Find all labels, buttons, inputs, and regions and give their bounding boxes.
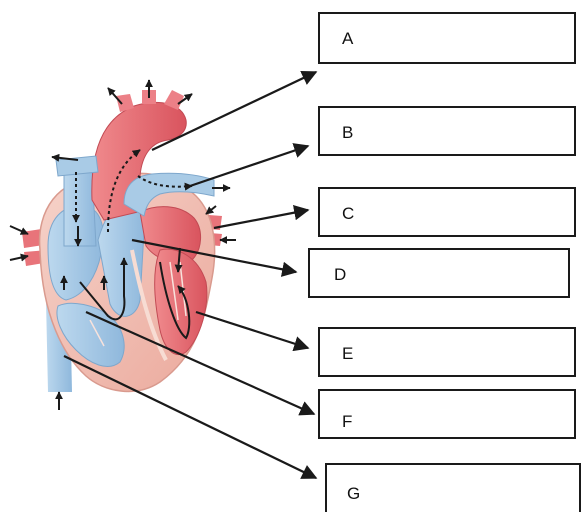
label-box-c[interactable]: C bbox=[318, 187, 576, 237]
label-box-f[interactable]: F bbox=[318, 389, 576, 439]
label-box-d[interactable]: D bbox=[308, 248, 570, 298]
pv-in-arrow-right-upper bbox=[206, 206, 216, 214]
pv-in-arrow-left-upper bbox=[10, 226, 28, 234]
leader-g bbox=[64, 356, 316, 478]
superior-vena-cava bbox=[64, 168, 96, 246]
label-box-e[interactable]: E bbox=[318, 327, 576, 377]
label-e: E bbox=[342, 344, 353, 364]
leader-b bbox=[190, 146, 308, 186]
label-a: A bbox=[342, 29, 353, 49]
label-box-g[interactable]: G bbox=[325, 463, 581, 512]
leader-c bbox=[214, 210, 308, 228]
label-box-b[interactable]: B bbox=[318, 106, 576, 156]
leader-e bbox=[196, 312, 308, 348]
label-c: C bbox=[342, 204, 354, 224]
label-b: B bbox=[342, 123, 353, 143]
heart-body bbox=[22, 90, 222, 392]
label-box-a[interactable]: A bbox=[318, 12, 576, 64]
label-d: D bbox=[334, 265, 346, 285]
label-f: F bbox=[342, 412, 352, 432]
label-g: G bbox=[347, 484, 360, 504]
